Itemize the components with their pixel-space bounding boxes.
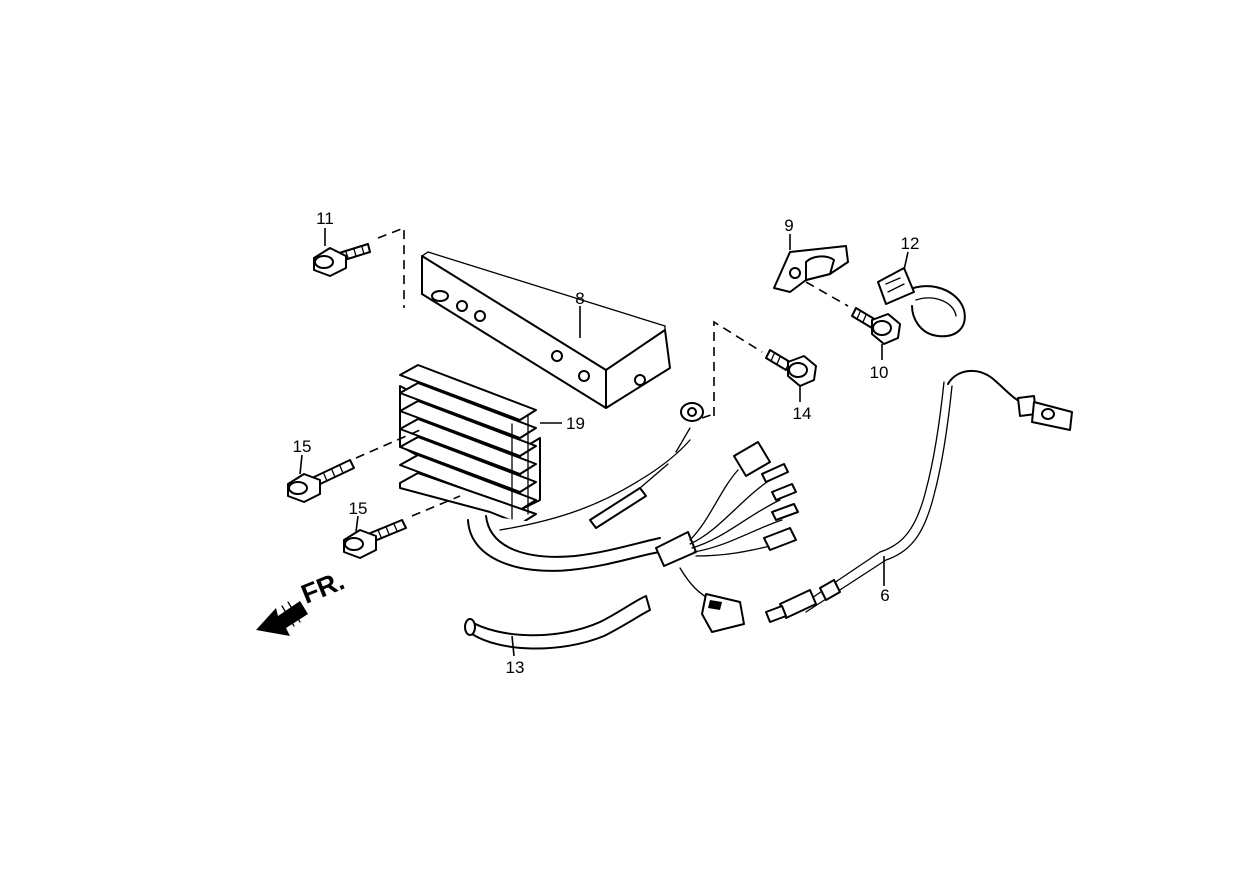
callout-11: 11 [316,209,334,228]
leader-lines [299,228,909,657]
band-clamp-part-12 [877,267,966,338]
tube-part-13 [464,595,651,650]
callout-19: 19 [566,414,585,433]
heat-sink-fins [399,364,537,525]
callout-14: 14 [793,404,812,423]
bolt-part-10 [851,307,901,345]
callout-12: 12 [901,234,920,253]
callout-15-upper: 15 [293,437,312,456]
callout-10: 10 [870,363,889,382]
bracket-part-8 [421,251,671,409]
callout-8: 8 [575,289,584,308]
callout-6: 6 [880,586,889,605]
wire-harness [467,402,799,633]
regulator-rectifier-part-19 [399,364,541,525]
bolt-part-15-lower [343,519,407,559]
bolt-part-15-upper [287,459,355,503]
callout-13: 13 [506,658,525,677]
callout-labels: 11 8 9 12 10 14 19 15 15 6 13 [293,209,920,677]
wire-lead-part-6 [765,369,1073,623]
callout-15-lower: 15 [349,499,368,518]
front-arrow-icon [256,601,308,636]
bolt-part-11 [313,243,371,277]
callout-9: 9 [784,216,793,235]
assembly-lines [355,226,849,517]
front-direction-marker: FR. [256,565,349,636]
clamp-plate-part-9 [773,245,849,293]
bolt-part-14 [765,349,817,387]
front-label: FR. [297,565,349,609]
